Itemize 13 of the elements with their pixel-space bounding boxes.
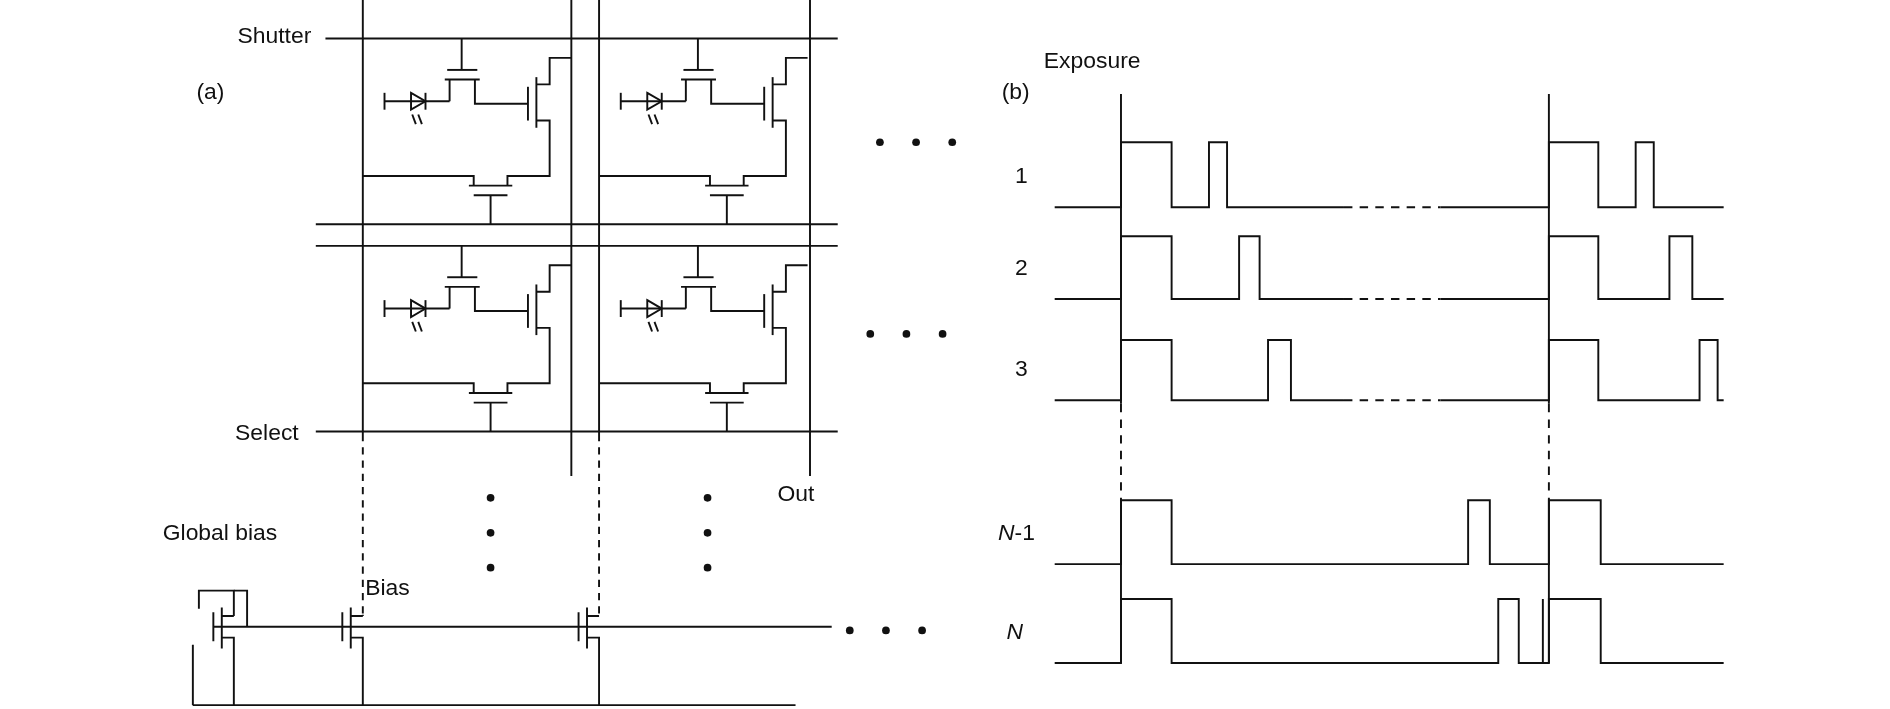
signal-label: Shutter: [237, 24, 312, 47]
signal-label: Bias: [365, 576, 410, 600]
signal-label: Select: [235, 420, 299, 444]
row-number: 1: [1014, 163, 1028, 187]
row-number: 2: [1014, 255, 1028, 279]
row-number: 3: [1014, 356, 1028, 380]
row-number: N: [1006, 619, 1024, 643]
row-number: N-1: [998, 520, 1035, 544]
panel-label: (a): [196, 79, 225, 103]
panel-label: (b): [1001, 79, 1030, 103]
signal-label: Out: [777, 482, 815, 506]
signal-label: Global bias: [162, 520, 278, 544]
axis-label: Exposure: [1043, 48, 1141, 72]
